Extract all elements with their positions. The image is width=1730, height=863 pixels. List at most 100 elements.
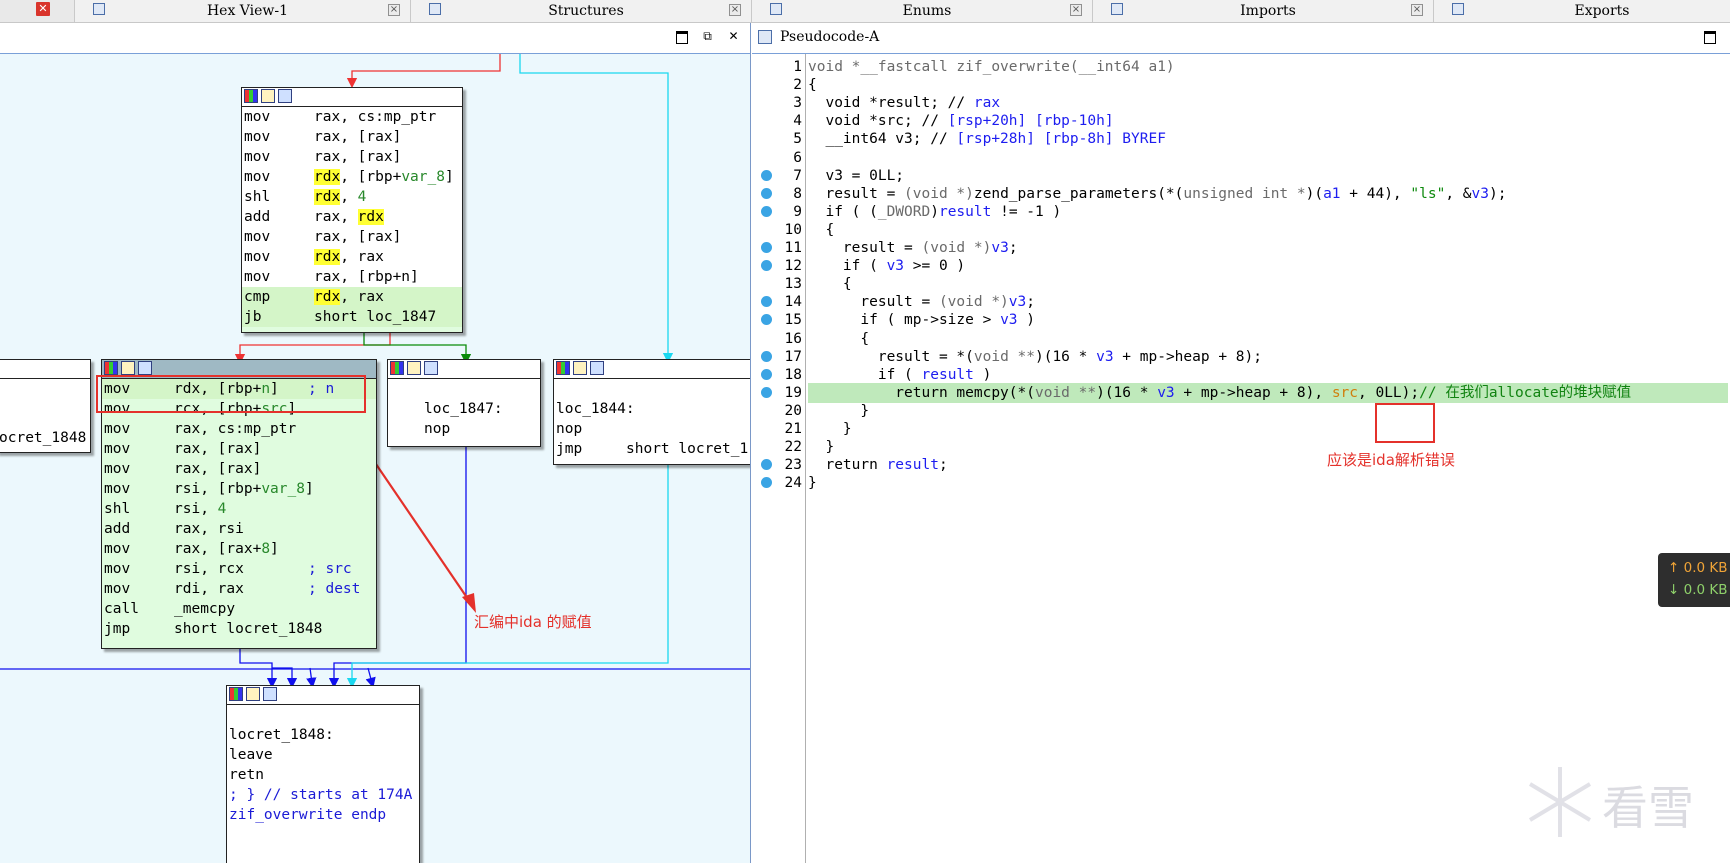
asm-comment[interactable]: ; } // starts at 174A	[229, 787, 413, 803]
code-line[interactable]: {	[808, 330, 870, 347]
asm-label[interactable]: loc_1847:	[424, 401, 503, 417]
breakpoint-dot-icon[interactable]	[761, 368, 772, 380]
code-line[interactable]: void *result; // rax	[808, 95, 1001, 112]
asm-line[interactable]: call_memcpy	[104, 601, 236, 617]
graph-node-loc-1847[interactable]: loc_1847: nop	[387, 359, 541, 447]
asm-label[interactable]: locret_1848:	[229, 727, 334, 743]
asm-line[interactable]: nop	[556, 421, 583, 437]
code-line[interactable]: result = (void *)v3;	[808, 294, 1035, 311]
asm-line[interactable]: leave	[229, 747, 273, 763]
color-icon[interactable]	[104, 361, 118, 375]
asm-label[interactable]: loc_1844:	[556, 401, 635, 417]
edit-icon[interactable]	[573, 361, 587, 375]
asm-line[interactable]: zif_overwrite endp	[229, 807, 387, 823]
code-line[interactable]: result = (void *)v3;	[808, 240, 1018, 256]
breakpoint-dot-icon[interactable]	[761, 386, 772, 398]
asm-line[interactable]: nop	[424, 421, 451, 437]
breakpoint-dot-icon[interactable]	[761, 314, 772, 326]
close-icon[interactable]: ×	[729, 4, 741, 16]
code-line[interactable]: if ( mp->size > v3 )	[808, 312, 1035, 329]
close-icon[interactable]: ✕	[36, 2, 50, 16]
close-icon[interactable]: ✕	[728, 29, 739, 43]
code-line[interactable]: return memcpy(*(void **)(16 * v3 + mp->h…	[808, 382, 1728, 403]
code-line[interactable]: }	[808, 421, 852, 437]
breakpoint-dot-icon[interactable]	[761, 169, 772, 181]
code-line[interactable]: }	[808, 439, 835, 456]
tab-enums[interactable]: Enums ×	[751, 0, 1092, 22]
tab-ida-view[interactable]: ✕	[0, 0, 74, 22]
tab-imports[interactable]: Imports ×	[1092, 0, 1433, 22]
color-icon[interactable]	[556, 361, 570, 375]
code-line[interactable]: {	[808, 221, 835, 238]
tab-hex-view[interactable]: Hex View-1 ×	[74, 0, 410, 22]
code-line[interactable]: {	[808, 77, 817, 94]
tab-exports[interactable]: Exports	[1433, 0, 1730, 22]
code-line[interactable]: result = (void *)zend_parse_parameters(*…	[808, 185, 1507, 202]
code-line[interactable]	[808, 148, 1728, 168]
breakpoint-dot-icon[interactable]	[761, 260, 772, 272]
asm-line[interactable]: ocret_1848	[0, 430, 87, 446]
code-line[interactable]: v3 = 0LL;	[808, 167, 905, 184]
code-line[interactable]: result = *(void **)(16 * v3 + mp->heap +…	[808, 348, 1262, 365]
breakpoint-dot-icon[interactable]	[761, 205, 772, 217]
restore-icon[interactable]: ⧉	[703, 29, 712, 43]
edit-icon[interactable]	[261, 89, 275, 103]
code-line[interactable]: if ( result )	[808, 366, 992, 383]
close-icon[interactable]: ×	[1411, 4, 1423, 16]
maximize-icon[interactable]	[1704, 31, 1716, 44]
color-icon[interactable]	[229, 687, 243, 701]
group-icon[interactable]	[590, 361, 604, 375]
edit-icon[interactable]	[121, 361, 135, 375]
color-icon[interactable]	[390, 361, 404, 375]
edit-icon[interactable]	[407, 361, 421, 375]
group-icon[interactable]	[263, 687, 277, 701]
graph-node-partial[interactable]: ocret_1848	[0, 359, 91, 453]
asm-line[interactable]: retn	[229, 767, 264, 783]
close-icon[interactable]: ×	[1070, 4, 1082, 16]
close-icon[interactable]: ×	[388, 4, 400, 16]
breakpoint-dot-icon[interactable]	[761, 187, 772, 199]
code-line[interactable]: {	[808, 276, 852, 293]
edit-icon[interactable]	[246, 687, 260, 701]
maximize-icon[interactable]	[676, 31, 688, 44]
breakpoint-dot-icon[interactable]	[761, 459, 772, 471]
color-icon[interactable]	[244, 89, 258, 103]
group-icon[interactable]	[138, 361, 152, 375]
tab-structures[interactable]: Structures ×	[410, 0, 751, 22]
breakpoint-dot-icon[interactable]	[761, 296, 772, 308]
code-line[interactable]: }	[808, 402, 870, 419]
graph-node-locret-1848[interactable]: locret_1848: leave retn ; } // starts at…	[226, 685, 420, 863]
code-line[interactable]: void *src; // [rsp+20h] [rbp-10h]	[808, 113, 1114, 130]
group-icon[interactable]	[278, 89, 292, 103]
code-line[interactable]: }	[808, 475, 817, 492]
code-line[interactable]: if ( v3 >= 0 )	[808, 258, 966, 275]
code-line[interactable]: __int64 v3; // [rsp+28h] [rbp-8h] BYREF	[808, 131, 1166, 148]
code-line[interactable]: return result;	[808, 457, 948, 474]
